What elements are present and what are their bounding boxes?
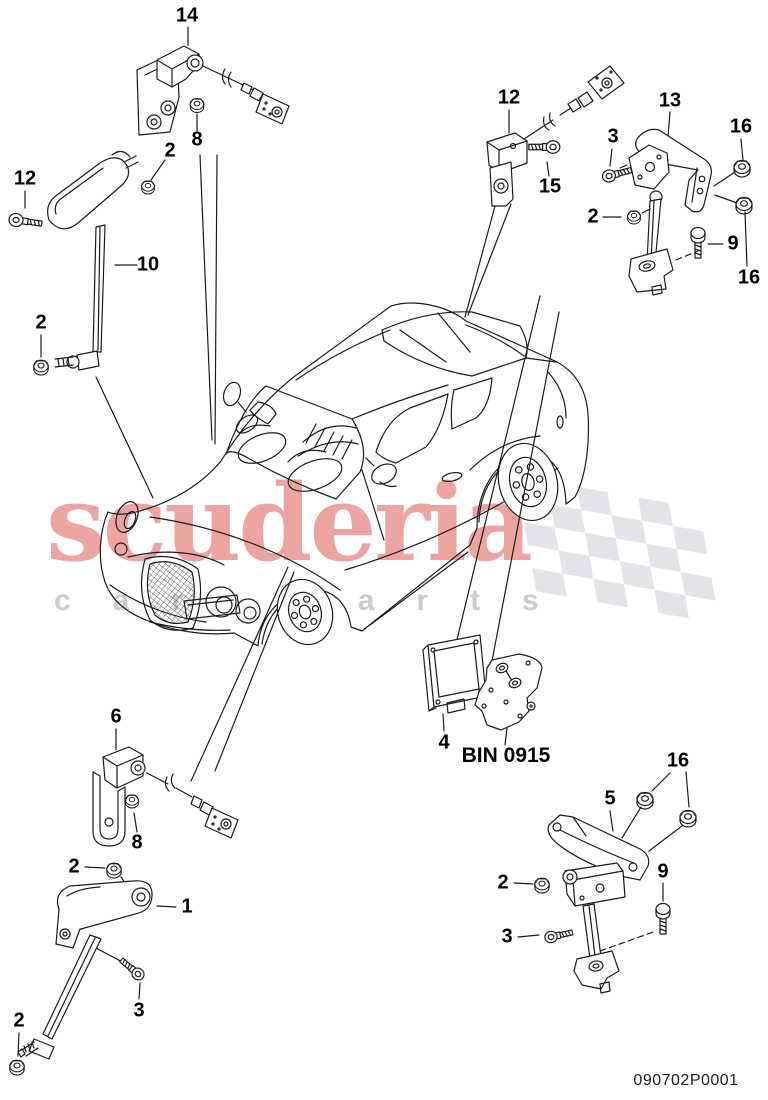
part-label-10: 10	[136, 253, 160, 276]
part-label-4: 4	[438, 731, 450, 754]
part-label-1: 1	[181, 895, 193, 918]
part-1-level-sensor	[9, 862, 153, 1076]
drawing-code: 090702P0001	[633, 1072, 739, 1089]
part-4-control-unit	[422, 634, 487, 714]
part-label-2: 2	[497, 871, 509, 894]
part-5-sensor-assembly	[534, 791, 697, 994]
part-label-16: 16	[666, 749, 690, 772]
part-label-6: 6	[110, 705, 122, 728]
car-illustration	[99, 302, 589, 647]
part-10-level-sensor	[8, 150, 155, 376]
part-label-13: 13	[658, 89, 682, 112]
part-label-8: 8	[191, 128, 203, 151]
part-label-14: 14	[175, 4, 199, 27]
bin-0915-bracket	[474, 653, 543, 731]
part-label-16: 16	[737, 266, 761, 289]
part-label-2: 2	[587, 205, 599, 228]
part-label-3: 3	[133, 999, 145, 1022]
part-14-sensor-assembly	[136, 45, 290, 136]
part-label-9: 9	[727, 232, 739, 255]
part-label-16: 16	[729, 115, 753, 138]
watermark-brand: scuderia	[46, 460, 533, 585]
part-label-8: 8	[131, 831, 143, 854]
part-label-2: 2	[68, 855, 80, 878]
part-label-3: 3	[501, 925, 513, 948]
part-label-12: 12	[13, 167, 37, 190]
part-label-2: 2	[35, 311, 47, 334]
part-label-2: 2	[164, 139, 176, 162]
part-13-sensor-assembly	[600, 128, 753, 296]
leader-lines	[17, 26, 748, 1057]
part-12-sensor	[486, 65, 625, 207]
part-label-15: 15	[538, 175, 562, 198]
checkered-flag-watermark	[516, 476, 716, 619]
part-label-3: 3	[607, 125, 619, 148]
part-label-9: 9	[657, 860, 669, 883]
part-label-5: 5	[604, 787, 616, 810]
bin-0915-label: BIN 0915	[461, 744, 551, 767]
part-label-2: 2	[13, 1009, 25, 1032]
part-label-12: 12	[497, 86, 521, 109]
part-6-sensor-assembly	[92, 746, 239, 847]
